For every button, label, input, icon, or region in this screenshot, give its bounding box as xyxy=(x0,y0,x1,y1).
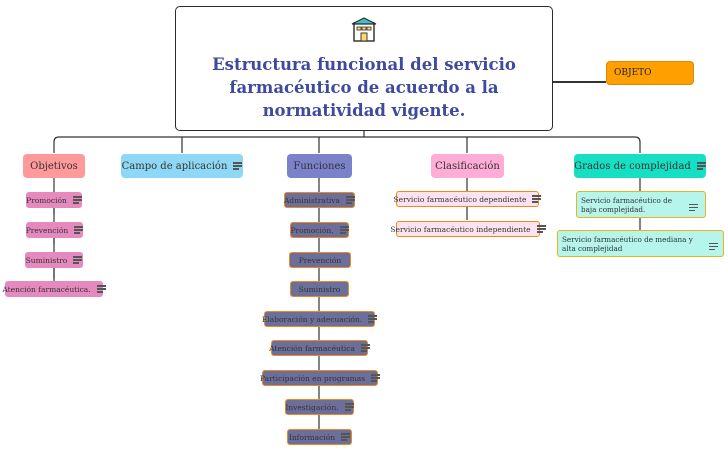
complejidad-child-mediana-alta[interactable]: Servicio farmacéutico de mediana y alta … xyxy=(557,230,724,257)
complejidad-child-baja[interactable]: Servicio farmacéutico de baja complejida… xyxy=(576,191,706,218)
node-label: Participación en programas xyxy=(259,373,366,383)
funciones-child-informacion[interactable]: Información xyxy=(287,429,352,445)
notes-icon xyxy=(96,284,106,295)
funciones-child-investigacion[interactable]: Investigación. xyxy=(285,399,354,415)
objetivos-child-suministro[interactable]: Suministro xyxy=(25,252,83,268)
notes-icon xyxy=(536,224,546,235)
branch-funciones[interactable]: Funciones xyxy=(287,154,352,178)
central-topic[interactable]: Estructura funcional del servicio farmac… xyxy=(175,6,553,131)
node-label: Administrativa xyxy=(284,195,340,205)
funciones-child-administrativa[interactable]: Administrativa xyxy=(284,192,355,208)
node-label: Suministro xyxy=(298,284,341,294)
branch-campo-aplicacion[interactable]: Campo de aplicación xyxy=(121,154,243,178)
node-label: Elaboración y adecuación. xyxy=(261,314,363,324)
funciones-child-promocion[interactable]: Promoción. xyxy=(290,222,349,238)
building-icon xyxy=(351,17,377,43)
branch-label: Grados de complejidad xyxy=(574,160,691,172)
node-label: Investigación. xyxy=(285,402,339,412)
notes-icon xyxy=(233,161,243,172)
node-label: Promoción xyxy=(26,195,67,205)
objetivos-child-atencion[interactable]: Atención farmacéutica. xyxy=(2,281,106,297)
notes-icon xyxy=(341,432,351,443)
notes-icon xyxy=(371,373,381,384)
notes-icon xyxy=(73,255,83,266)
clasificacion-child-independiente[interactable]: Servicio farmacéutico independiente xyxy=(390,221,546,237)
notes-icon xyxy=(696,161,706,172)
branch-label: Campo de aplicación xyxy=(121,160,228,172)
node-label: Atención farmacéutica. xyxy=(2,284,91,294)
node-label: Atención farmacéutica xyxy=(269,343,355,353)
branch-label: Clasificación xyxy=(435,160,500,172)
notes-icon xyxy=(346,195,355,206)
node-label: Servicio farmacéutico de mediana y alta … xyxy=(562,234,693,253)
node-label: Prevención xyxy=(25,225,69,235)
branch-objetivos[interactable]: Objetivos xyxy=(23,154,85,178)
funciones-child-atencion[interactable]: Atención farmacéutica xyxy=(269,340,370,356)
funciones-child-suministro[interactable]: Suministro xyxy=(290,281,349,297)
objetivos-child-prevencion[interactable]: Prevención xyxy=(25,222,84,238)
objeto-label: OBJETO xyxy=(614,68,652,78)
notes-icon xyxy=(532,194,542,205)
node-label: Promoción. xyxy=(290,225,334,235)
funciones-child-participacion[interactable]: Participación en programas xyxy=(259,370,381,386)
notes-icon xyxy=(368,314,378,325)
branch-grados-complejidad[interactable]: Grados de complejidad xyxy=(574,154,706,178)
notes-icon xyxy=(360,343,370,354)
notes-icon xyxy=(709,241,718,252)
branch-clasificacion[interactable]: Clasificación xyxy=(431,154,504,178)
notes-icon xyxy=(72,195,82,206)
branch-label: Objetivos xyxy=(30,160,78,172)
node-label: Suministro xyxy=(25,255,68,265)
notes-icon xyxy=(339,225,349,236)
objeto-topic[interactable]: OBJETO xyxy=(606,61,694,85)
objetivos-child-promocion[interactable]: Promoción xyxy=(26,192,82,208)
node-label: Servicio farmacéutico independiente xyxy=(390,224,531,234)
notes-icon xyxy=(344,402,354,413)
node-label: Información xyxy=(288,432,336,442)
central-title: Estructura funcional del servicio farmac… xyxy=(212,55,516,120)
funciones-child-elaboracion[interactable]: Elaboración y adecuación. xyxy=(261,311,378,327)
node-label: Servicio farmacéutico dependiente xyxy=(393,194,527,204)
node-label: Prevención xyxy=(298,255,342,265)
notes-icon xyxy=(74,225,84,236)
node-label: Servicio farmacéutico de baja complejida… xyxy=(581,195,672,214)
funciones-child-prevencion[interactable]: Prevención xyxy=(289,252,351,268)
branch-label: Funciones xyxy=(293,160,346,172)
notes-icon xyxy=(689,202,698,213)
clasificacion-child-dependiente[interactable]: Servicio farmacéutico dependiente xyxy=(393,191,542,207)
